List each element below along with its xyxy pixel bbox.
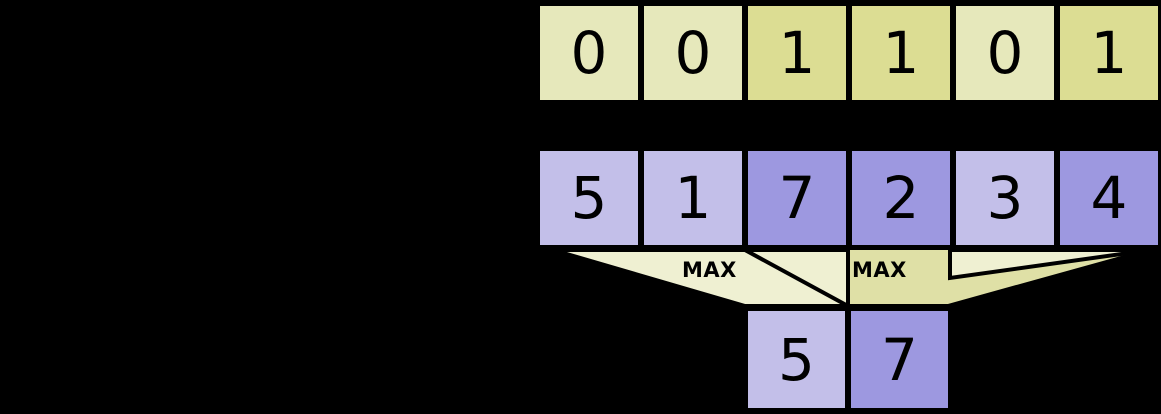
mask-cell: 1: [849, 3, 953, 103]
output-value-cell: 7: [848, 308, 951, 411]
output-values-row: 5 7: [745, 308, 951, 411]
input-value-cell: 5: [537, 148, 641, 248]
mask-cell: 0: [641, 3, 745, 103]
mask-cell: 1: [745, 3, 849, 103]
mask-cell: 1: [1057, 3, 1161, 103]
max-label: MAX: [682, 258, 737, 282]
input-values-row: 5 1 7 2 3 4: [537, 148, 1161, 248]
max-label: MAX: [852, 258, 907, 282]
input-value-cell: 1: [641, 148, 745, 248]
mask-cell: 0: [953, 3, 1057, 103]
input-value-cell: 7: [745, 148, 849, 248]
input-value-cell: 4: [1057, 148, 1161, 248]
output-value-cell: 5: [745, 308, 848, 411]
max-funnel-right-outline: [744, 248, 1151, 308]
max-funnel-right: [745, 250, 1150, 306]
input-value-cell: 3: [953, 148, 1057, 248]
binary-mask-row: 0 0 1 1 0 1: [537, 3, 1161, 103]
input-value-cell: 2: [849, 148, 953, 248]
mask-cell: 0: [537, 3, 641, 103]
max-funnel-wedge: [948, 248, 1151, 281]
